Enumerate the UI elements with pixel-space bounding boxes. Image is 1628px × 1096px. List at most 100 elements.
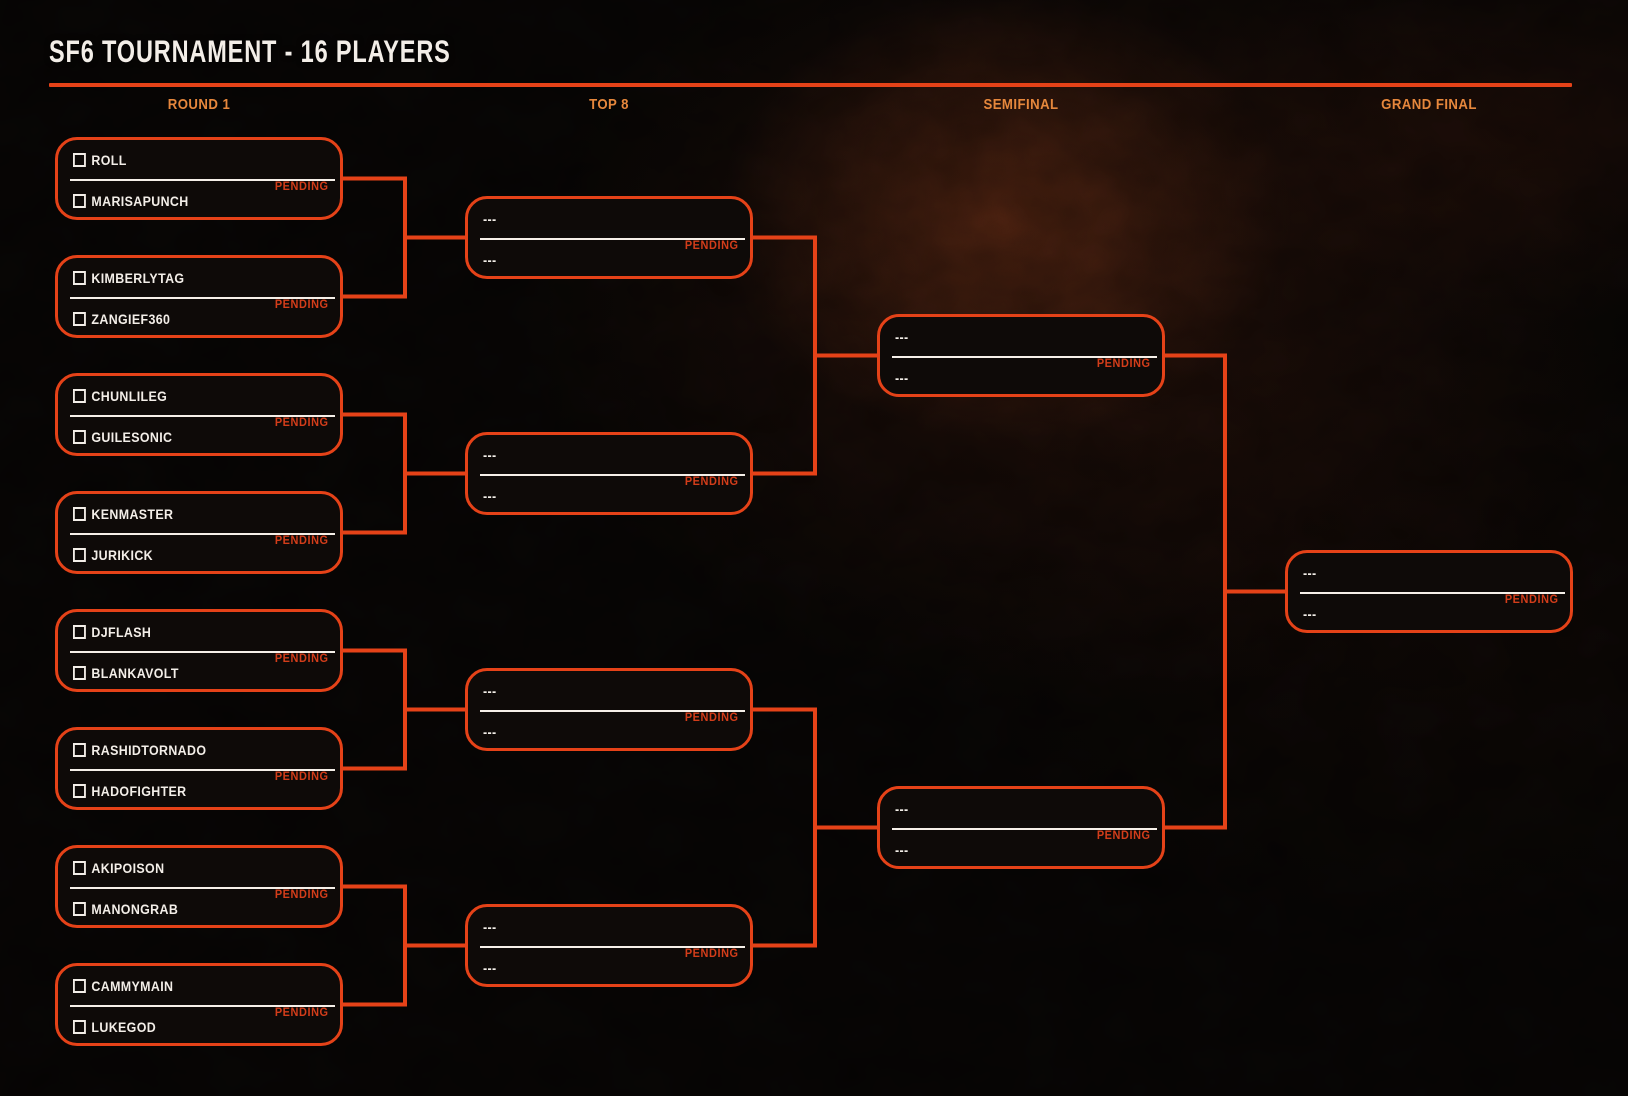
- match-card-top8-2[interactable]: --- PENDING ---: [465, 432, 753, 515]
- player-name: AKIPOISON: [91, 860, 165, 876]
- player-slot-bottom[interactable]: MANONGRAB: [73, 900, 178, 918]
- match-card-r1-4[interactable]: KENMASTER PENDING JURIKICK: [55, 491, 343, 574]
- empty-checkbox-icon[interactable]: [73, 389, 86, 403]
- connector-r1-pair-4: [341, 884, 467, 1007]
- match-status: PENDING: [685, 712, 739, 724]
- match-card-r1-6[interactable]: RASHIDTORNADO PENDING HADOFIGHTER: [55, 727, 343, 810]
- player-slot-top[interactable]: ---: [483, 682, 497, 700]
- empty-checkbox-icon[interactable]: [73, 548, 86, 562]
- empty-checkbox-icon[interactable]: [73, 979, 86, 993]
- empty-checkbox-icon[interactable]: [73, 312, 86, 326]
- empty-checkbox-icon[interactable]: [73, 271, 86, 285]
- player-slot-top[interactable]: CAMMYMAIN: [73, 977, 173, 995]
- match-status: PENDING: [275, 181, 329, 193]
- connector-top8-pair-1: [751, 235, 879, 476]
- empty-checkbox-icon[interactable]: [73, 153, 86, 167]
- player-name: JURIKICK: [91, 547, 154, 563]
- player-name: ---: [483, 211, 497, 227]
- player-slot-bottom[interactable]: ---: [483, 251, 497, 269]
- player-slot-top[interactable]: KENMASTER: [73, 505, 173, 523]
- player-slot-bottom[interactable]: MARISAPUNCH: [73, 192, 189, 210]
- player-slot-top[interactable]: ---: [483, 446, 497, 464]
- player-slot-top[interactable]: DJFLASH: [73, 623, 151, 641]
- player-slot-top[interactable]: RASHIDTORNADO: [73, 741, 206, 759]
- match-card-r1-2[interactable]: KIMBERLYTAG PENDING ZANGIEF360: [55, 255, 343, 338]
- column-header-semifinal: SEMIFINAL: [983, 96, 1059, 113]
- player-slot-top[interactable]: ---: [895, 800, 909, 818]
- player-slot-bottom[interactable]: ---: [895, 369, 909, 387]
- player-name: ---: [483, 960, 497, 976]
- match-card-r1-8[interactable]: CAMMYMAIN PENDING LUKEGOD: [55, 963, 343, 1046]
- match-card-top8-1[interactable]: --- PENDING ---: [465, 196, 753, 279]
- connector-r1-pair-3: [341, 648, 467, 771]
- player-slot-top[interactable]: AKIPOISON: [73, 859, 164, 877]
- player-slot-bottom[interactable]: ---: [483, 723, 497, 741]
- player-slot-bottom[interactable]: ---: [483, 959, 497, 977]
- player-slot-bottom[interactable]: BLANKAVOLT: [73, 664, 179, 682]
- match-card-semifinal-1[interactable]: --- PENDING ---: [877, 314, 1165, 397]
- player-slot-top[interactable]: ROLL: [73, 151, 127, 169]
- player-slot-top[interactable]: ---: [483, 210, 497, 228]
- match-status: PENDING: [275, 771, 329, 783]
- player-name: ---: [483, 919, 497, 935]
- empty-checkbox-icon[interactable]: [73, 1020, 86, 1034]
- player-slot-top[interactable]: ---: [483, 918, 497, 936]
- empty-checkbox-icon[interactable]: [73, 743, 86, 757]
- empty-checkbox-icon[interactable]: [73, 625, 86, 639]
- match-status: PENDING: [275, 535, 329, 547]
- player-slot-bottom[interactable]: ---: [1303, 605, 1317, 623]
- match-card-r1-7[interactable]: AKIPOISON PENDING MANONGRAB: [55, 845, 343, 928]
- match-status: PENDING: [275, 1007, 329, 1019]
- player-name: KIMBERLYTAG: [91, 270, 185, 286]
- player-name: ---: [1303, 565, 1317, 581]
- header-divider-line: [49, 83, 1572, 87]
- connector-semifinal-pair: [1163, 353, 1287, 830]
- match-status: PENDING: [275, 889, 329, 901]
- player-name: MANONGRAB: [91, 901, 179, 917]
- player-name: CHUNLILEG: [91, 388, 168, 404]
- player-name: ---: [895, 842, 909, 858]
- player-name: MARISAPUNCH: [91, 193, 189, 209]
- player-slot-top[interactable]: KIMBERLYTAG: [73, 269, 184, 287]
- player-slot-bottom[interactable]: ---: [895, 841, 909, 859]
- player-slot-bottom[interactable]: HADOFIGHTER: [73, 782, 187, 800]
- player-slot-bottom[interactable]: LUKEGOD: [73, 1018, 156, 1036]
- match-card-top8-4[interactable]: --- PENDING ---: [465, 904, 753, 987]
- player-slot-top[interactable]: ---: [1303, 564, 1317, 582]
- empty-checkbox-icon[interactable]: [73, 902, 86, 916]
- player-name: ---: [483, 252, 497, 268]
- match-status: PENDING: [685, 476, 739, 488]
- player-name: ---: [483, 488, 497, 504]
- match-status: PENDING: [1505, 594, 1559, 606]
- match-card-r1-3[interactable]: CHUNLILEG PENDING GUILESONIC: [55, 373, 343, 456]
- page-title: SF6 TOURNAMENT - 16 PLAYERS: [49, 34, 451, 69]
- empty-checkbox-icon[interactable]: [73, 430, 86, 444]
- match-card-r1-1[interactable]: ROLL PENDING MARISAPUNCH: [55, 137, 343, 220]
- empty-checkbox-icon[interactable]: [73, 194, 86, 208]
- empty-checkbox-icon[interactable]: [73, 784, 86, 798]
- player-slot-top[interactable]: ---: [895, 328, 909, 346]
- player-name: ---: [895, 801, 909, 817]
- match-card-r1-5[interactable]: DJFLASH PENDING BLANKAVOLT: [55, 609, 343, 692]
- empty-checkbox-icon[interactable]: [73, 861, 86, 875]
- empty-checkbox-icon[interactable]: [73, 507, 86, 521]
- match-card-grand-final[interactable]: --- PENDING ---: [1285, 550, 1573, 633]
- player-slot-top[interactable]: CHUNLILEG: [73, 387, 167, 405]
- empty-checkbox-icon[interactable]: [73, 666, 86, 680]
- player-slot-bottom[interactable]: ZANGIEF360: [73, 310, 170, 328]
- player-slot-bottom[interactable]: JURIKICK: [73, 546, 153, 564]
- player-slot-bottom[interactable]: ---: [483, 487, 497, 505]
- connector-top8-pair-2: [751, 707, 879, 948]
- match-status: PENDING: [1097, 830, 1151, 842]
- player-slot-bottom[interactable]: GUILESONIC: [73, 428, 172, 446]
- match-status: PENDING: [275, 299, 329, 311]
- player-name: ---: [1303, 606, 1317, 622]
- match-status: PENDING: [1097, 358, 1151, 370]
- match-card-top8-3[interactable]: --- PENDING ---: [465, 668, 753, 751]
- player-name: ---: [483, 724, 497, 740]
- match-status: PENDING: [685, 240, 739, 252]
- player-name: ---: [483, 447, 497, 463]
- player-name: CAMMYMAIN: [91, 978, 174, 994]
- match-card-semifinal-2[interactable]: --- PENDING ---: [877, 786, 1165, 869]
